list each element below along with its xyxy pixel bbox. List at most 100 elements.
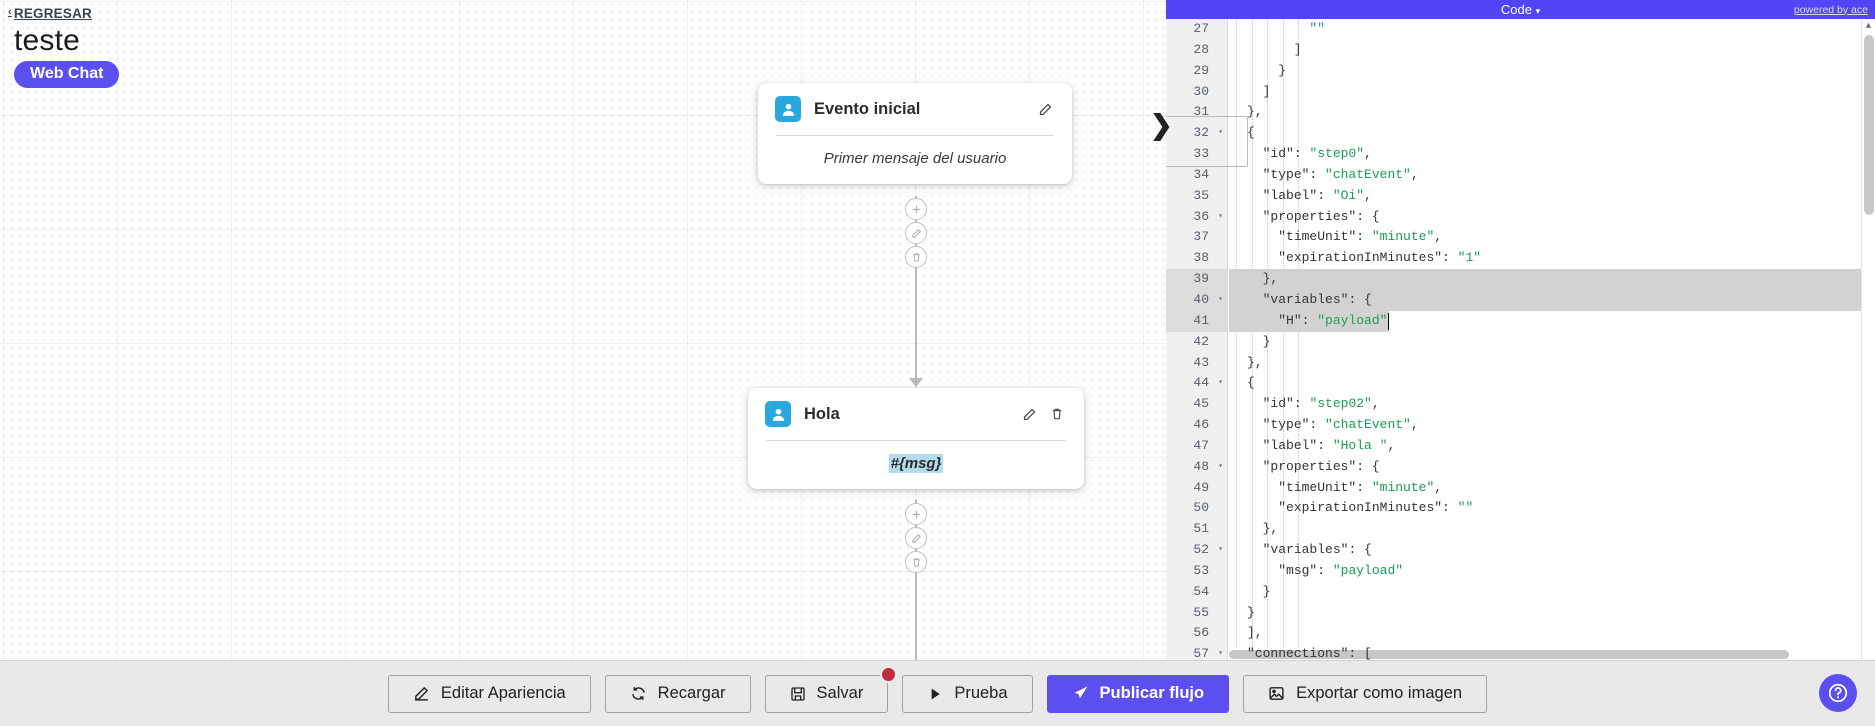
add-step-plus-icon[interactable] <box>905 503 927 525</box>
line-number[interactable]: 48▾ <box>1166 457 1227 478</box>
edit-step-pencil-icon[interactable] <box>905 527 927 549</box>
node-edit-pencil-icon[interactable] <box>1018 403 1040 425</box>
code-line[interactable]: } <box>1229 332 1861 353</box>
line-number[interactable]: 57▾ <box>1166 644 1227 660</box>
delete-step-trash-icon[interactable] <box>905 246 927 268</box>
flow-node-hola[interactable]: Hola #{msg} <box>748 388 1084 489</box>
line-number[interactable]: 46 <box>1193 417 1209 433</box>
code-line[interactable]: { <box>1229 123 1861 144</box>
vertical-scrollbar[interactable]: ▲ <box>1861 19 1875 660</box>
line-number[interactable]: 40▾ <box>1166 289 1227 311</box>
code-line[interactable]: "properties": { <box>1229 457 1861 478</box>
horizontal-scrollbar-thumb[interactable] <box>1229 650 1789 659</box>
line-number[interactable]: 43 <box>1193 354 1209 370</box>
code-editor-panel[interactable]: Code ▾ powered by ace 27 28 29 30 31 32▾ 33 34 3… <box>1166 0 1875 660</box>
line-number[interactable]: 35 <box>1193 187 1209 203</box>
code-line[interactable]: "H": "payload" <box>1229 310 1861 332</box>
node-edit-pencil-icon[interactable] <box>1034 98 1056 120</box>
code-mode-dropdown[interactable]: Code ▾ <box>1166 2 1875 17</box>
code-line[interactable]: "" <box>1229 19 1861 40</box>
line-number[interactable]: 51 <box>1193 521 1209 537</box>
line-number[interactable]: 55 <box>1193 604 1209 620</box>
code-line[interactable]: "label": "Oi", <box>1229 186 1861 207</box>
toolbar-button-recargar[interactable]: Recargar <box>604 674 751 713</box>
line-number[interactable]: 50 <box>1193 500 1209 516</box>
line-number[interactable]: 49 <box>1193 479 1209 495</box>
fold-arrow-icon[interactable]: ▾ <box>1218 545 1223 555</box>
code-line[interactable]: "timeUnit": "minute", <box>1229 478 1861 499</box>
code-line[interactable]: "timeUnit": "minute", <box>1229 227 1861 248</box>
code-line[interactable]: { <box>1229 373 1861 394</box>
fold-arrow-icon[interactable]: ▾ <box>1218 294 1223 304</box>
connector-actions-1[interactable] <box>905 198 927 268</box>
line-number[interactable]: 30 <box>1193 83 1209 99</box>
add-step-plus-icon[interactable] <box>905 198 927 220</box>
code-line[interactable]: }, <box>1229 102 1861 123</box>
code-line[interactable]: "type": "chatEvent", <box>1229 165 1861 186</box>
line-number[interactable]: 27 <box>1193 21 1209 36</box>
delete-step-trash-icon[interactable] <box>905 551 927 573</box>
code-line[interactable]: "connections": [ <box>1229 644 1861 660</box>
code-line[interactable]: "id": "step02", <box>1229 394 1861 415</box>
connector-actions-2[interactable] <box>905 503 927 573</box>
code-line[interactable]: ] <box>1229 40 1861 61</box>
fold-toggle-chevron-icon[interactable]: ❯ <box>1150 110 1173 140</box>
code-line[interactable]: }, <box>1229 353 1861 374</box>
toolbar-button-prueba[interactable]: Prueba <box>902 674 1033 713</box>
code-line[interactable]: "msg": "payload" <box>1229 561 1861 582</box>
code-line[interactable]: "id": "step0", <box>1229 144 1861 165</box>
line-number[interactable]: 39 <box>1166 269 1227 290</box>
code-line[interactable]: } <box>1229 61 1861 82</box>
code-line[interactable]: "label": "Hola ", <box>1229 436 1861 457</box>
line-number[interactable]: 42 <box>1193 333 1209 349</box>
edit-step-pencil-icon[interactable] <box>905 222 927 244</box>
toolbar-button-editar-apariencia[interactable]: Editar Apariencia <box>387 674 591 713</box>
code-line[interactable]: "variables": { <box>1229 540 1861 561</box>
code-line[interactable]: "properties": { <box>1229 207 1861 228</box>
line-number[interactable]: 31 <box>1193 104 1209 120</box>
line-number[interactable]: 45 <box>1193 396 1209 412</box>
toolbar-button-publicar-flujo[interactable]: Publicar flujo <box>1046 674 1230 713</box>
line-number[interactable]: 54 <box>1193 583 1209 599</box>
vertical-scrollbar-thumb[interactable] <box>1864 35 1874 215</box>
line-number[interactable]: 37 <box>1193 229 1209 245</box>
fold-arrow-icon[interactable]: ▾ <box>1218 649 1223 659</box>
line-number[interactable]: 47 <box>1193 437 1209 453</box>
code-line[interactable]: }, <box>1229 519 1861 540</box>
horizontal-scrollbar[interactable] <box>1229 649 1861 660</box>
line-number[interactable]: 36▾ <box>1166 207 1227 228</box>
toolbar-button-exportar-como-imagen[interactable]: Exportar como imagen <box>1243 674 1488 713</box>
code-line[interactable]: "type": "chatEvent", <box>1229 415 1861 436</box>
powered-by-link[interactable]: powered by ace <box>1793 3 1868 16</box>
line-number[interactable]: 44▾ <box>1166 373 1227 394</box>
back-link[interactable]: ‹ REGRESAR <box>8 6 92 21</box>
line-number[interactable]: 29 <box>1193 62 1209 78</box>
help-button[interactable] <box>1819 674 1857 712</box>
fold-arrow-icon[interactable]: ▾ <box>1218 378 1223 388</box>
line-number[interactable]: 32▾ <box>1166 123 1227 144</box>
line-number[interactable]: 52▾ <box>1166 540 1227 561</box>
code-line[interactable]: "expirationInMinutes": "" <box>1229 498 1861 519</box>
line-number[interactable]: 38 <box>1193 250 1209 266</box>
code-line[interactable]: "expirationInMinutes": "1" <box>1229 248 1861 269</box>
line-number[interactable]: 28 <box>1193 41 1209 57</box>
node-delete-trash-icon[interactable] <box>1046 403 1068 425</box>
line-number[interactable]: 56 <box>1193 625 1209 641</box>
code-line[interactable]: } <box>1229 603 1861 624</box>
line-number[interactable]: 34 <box>1193 166 1209 182</box>
fold-arrow-icon[interactable]: ▾ <box>1218 128 1223 138</box>
code-content[interactable]: "" ] } ]},{ "id": "step0", "type": "chat… <box>1229 19 1869 660</box>
code-line[interactable]: } <box>1229 582 1861 603</box>
line-number[interactable]: 53 <box>1193 562 1209 578</box>
fold-arrow-icon[interactable]: ▾ <box>1218 211 1223 221</box>
flow-canvas[interactable]: ‹ REGRESAR teste Web Chat Evento inicial <box>0 0 1166 660</box>
fold-arrow-icon[interactable]: ▾ <box>1218 461 1223 471</box>
flow-node-evento-inicial[interactable]: Evento inicial Primer mensaje del usuari… <box>758 83 1072 184</box>
code-line[interactable]: "variables": { <box>1229 289 1869 311</box>
line-number[interactable]: 33 <box>1193 146 1209 162</box>
scroll-up-arrow-icon[interactable]: ▲ <box>1865 21 1872 31</box>
code-line[interactable]: }, <box>1229 269 1869 290</box>
code-line[interactable]: ] <box>1229 82 1861 103</box>
